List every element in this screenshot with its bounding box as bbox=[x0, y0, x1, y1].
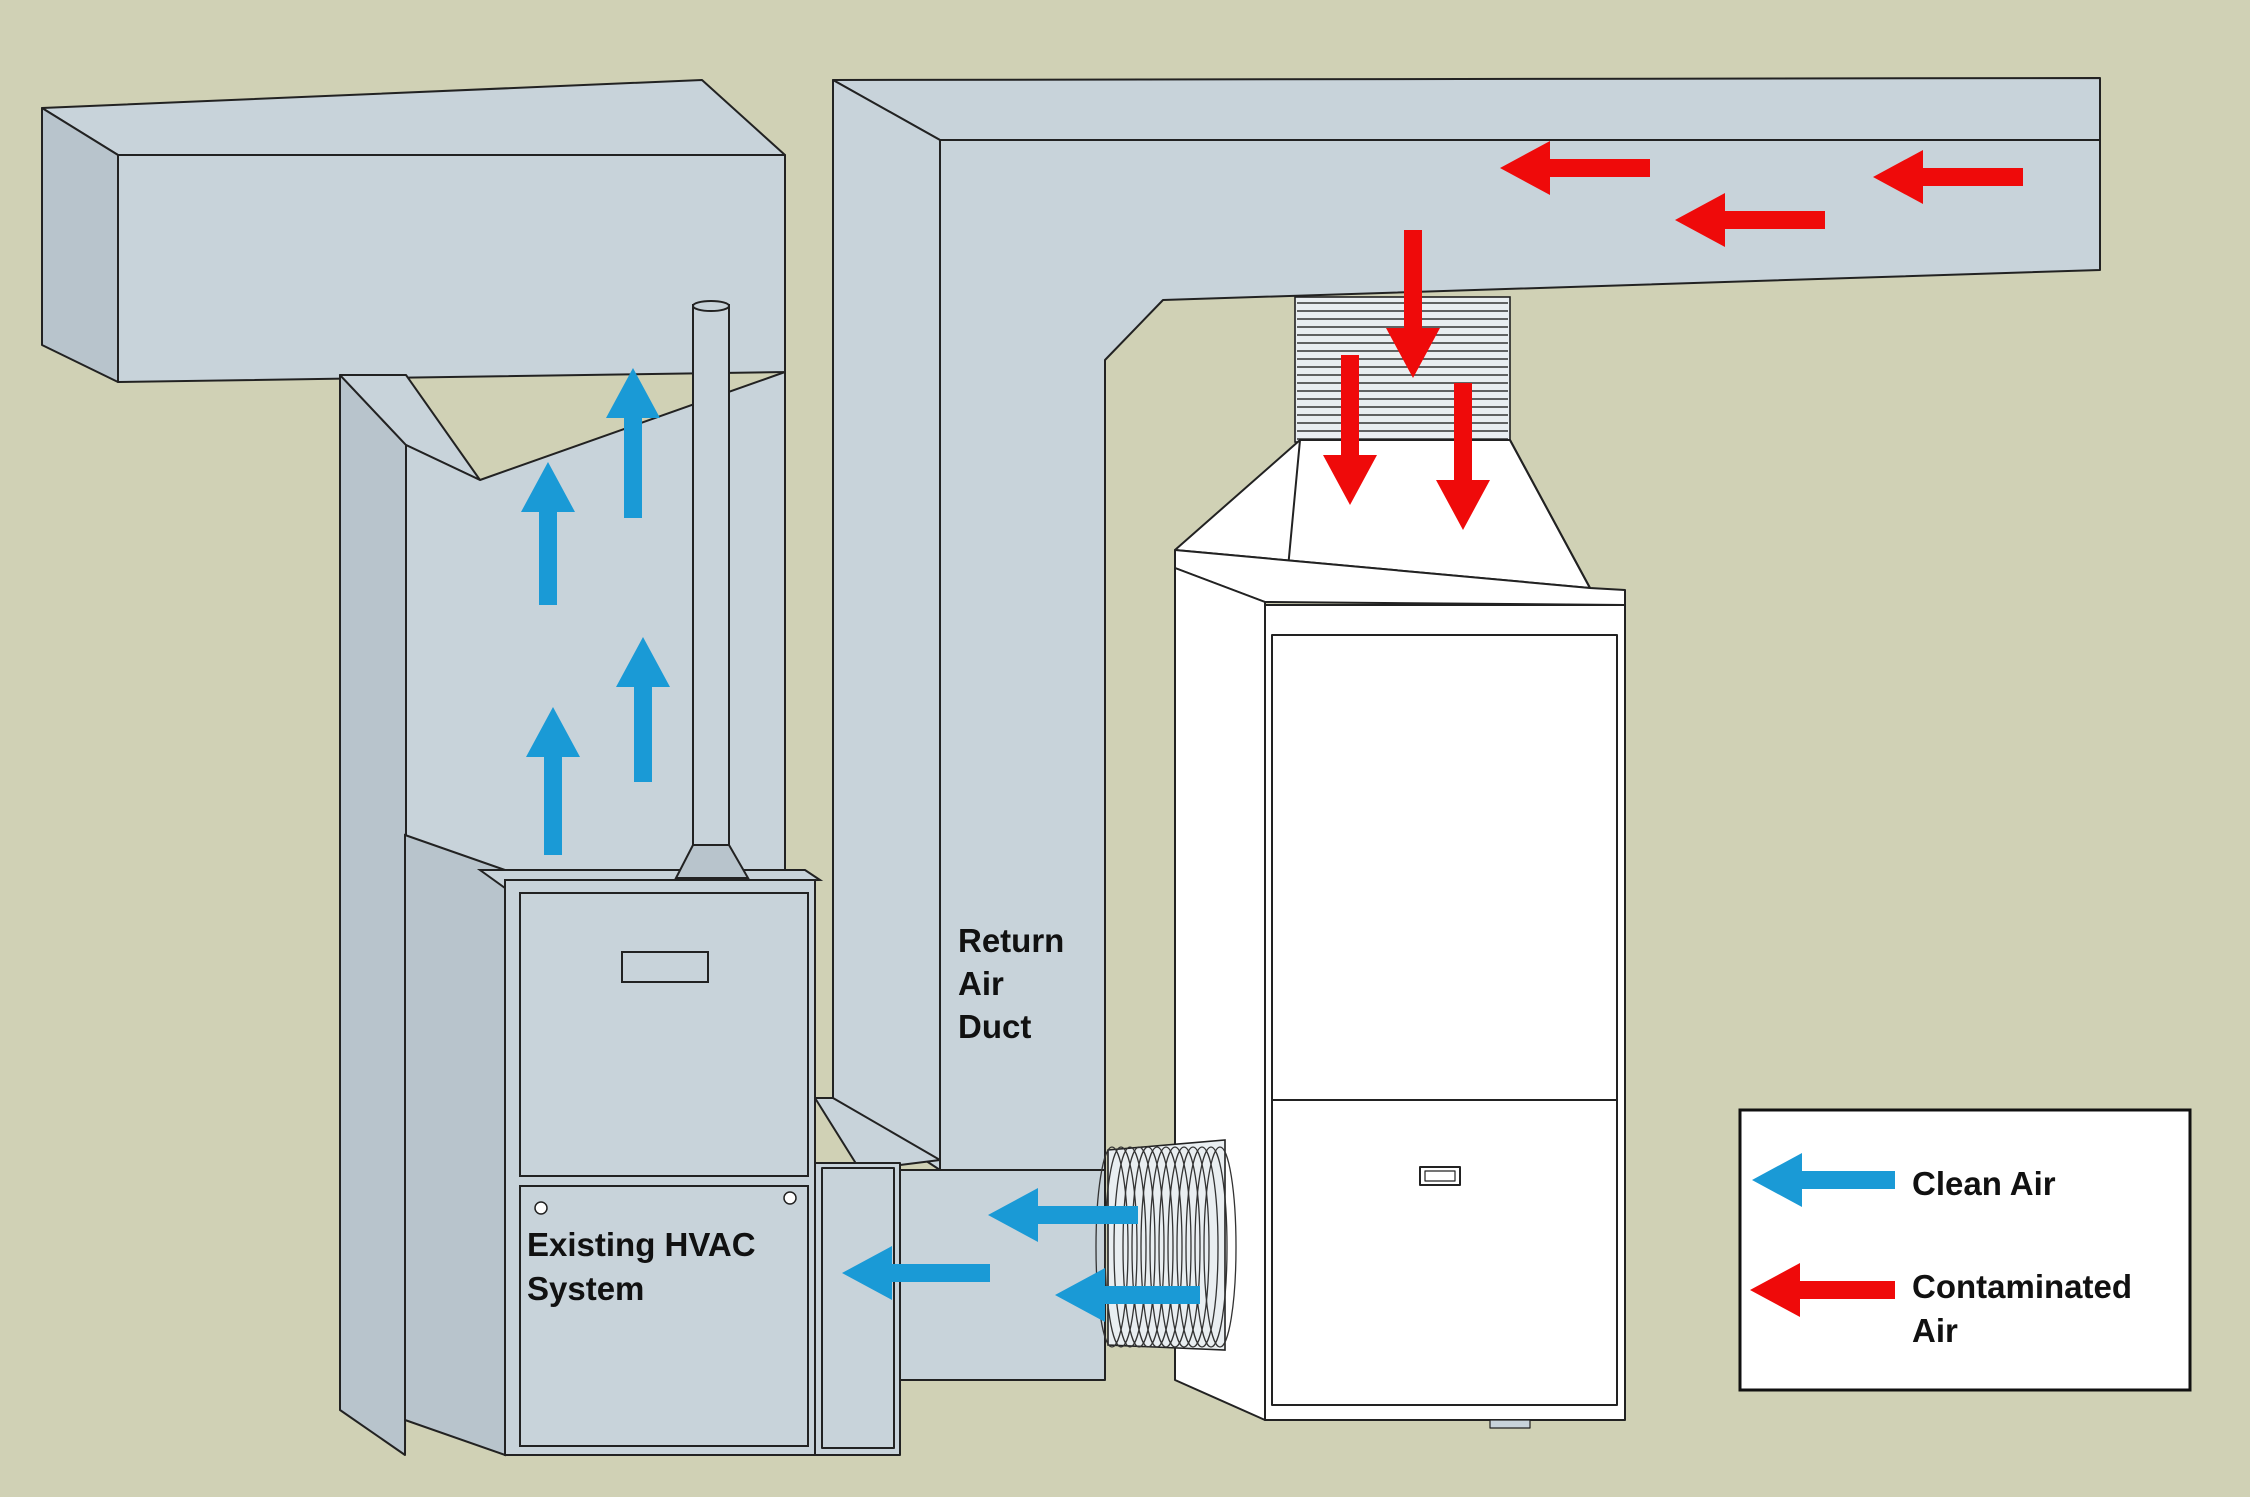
furnace-screw-left bbox=[534, 1201, 548, 1215]
flex-rib bbox=[1140, 1146, 1174, 1348]
furnace-upper-panel bbox=[519, 892, 809, 1177]
legend-contaminated-icon bbox=[1750, 1263, 1895, 1317]
flex-rib bbox=[1185, 1146, 1219, 1348]
red-arrow-icon bbox=[1675, 193, 1825, 247]
hvac-label-line-2: System bbox=[527, 1270, 644, 1307]
return-duct-label-line-1: Return bbox=[958, 922, 1064, 959]
supply-duct-front bbox=[117, 154, 786, 383]
furnace-window bbox=[621, 951, 709, 983]
legend-box bbox=[1738, 1108, 2192, 1392]
flex-rib bbox=[1176, 1146, 1210, 1348]
flex-rib bbox=[1158, 1146, 1192, 1348]
top-flex-duct bbox=[1294, 296, 1511, 443]
legend-contaminated-label-line-1: Contaminated bbox=[1912, 1268, 2132, 1305]
top-flex-body bbox=[1294, 296, 1511, 443]
flex-rib bbox=[1149, 1146, 1183, 1348]
return-duct-left-face bbox=[832, 79, 941, 1171]
air-cleaner-unit bbox=[1174, 439, 1626, 1429]
legend: Clean Air Contaminated Air bbox=[1738, 1108, 2192, 1392]
flue-pipe bbox=[692, 304, 730, 846]
connector-panel bbox=[821, 1167, 895, 1449]
blue-arrow-icon bbox=[526, 707, 580, 855]
red-arrow-icon bbox=[1750, 1263, 1895, 1317]
flex-rib bbox=[1104, 1146, 1138, 1348]
flex-rib bbox=[1122, 1146, 1156, 1348]
flue-pipe-base bbox=[674, 844, 750, 879]
supply-duct bbox=[41, 79, 786, 1456]
hood-edge-right bbox=[1509, 439, 1591, 589]
flex-rib bbox=[1194, 1146, 1228, 1348]
legend-clean-label: Clean Air bbox=[1912, 1165, 2056, 1202]
side-flex-body bbox=[1107, 1139, 1226, 1351]
red-arrow-icon bbox=[1386, 230, 1440, 378]
blue-arrow-icon bbox=[606, 368, 660, 518]
connector-top bbox=[814, 1097, 941, 1171]
blue-arrow-icon bbox=[521, 462, 575, 605]
air-cleaner-foot bbox=[1489, 1419, 1531, 1429]
flex-rib bbox=[1095, 1146, 1129, 1348]
return-duct-label-line-2: Air bbox=[958, 965, 1004, 1002]
furnace-lower-panel bbox=[519, 1185, 809, 1447]
furnace-side bbox=[404, 833, 506, 1457]
blue-arrow-icon bbox=[988, 1188, 1138, 1242]
supply-riser-side bbox=[339, 374, 407, 1456]
return-duct-label-line-3: Duct bbox=[958, 1008, 1031, 1045]
air-cleaner-lower-panel bbox=[1271, 1099, 1618, 1406]
hvac-furnace bbox=[404, 300, 824, 1457]
furnace-screw-right bbox=[783, 1191, 797, 1205]
blue-arrow-icon bbox=[616, 637, 670, 782]
flex-rib bbox=[1167, 1146, 1201, 1348]
legend-contaminated-label-line-2: Air bbox=[1912, 1312, 1958, 1349]
return-duct-top bbox=[832, 77, 2101, 141]
flex-rib bbox=[1113, 1146, 1147, 1348]
blue-arrow-icon bbox=[1055, 1268, 1200, 1322]
legend-clean-icon bbox=[1752, 1153, 1895, 1207]
red-arrow-icon bbox=[1323, 355, 1377, 505]
flex-rib bbox=[1203, 1146, 1237, 1348]
hvac-label-line-1: Existing HVAC bbox=[527, 1226, 756, 1263]
red-arrow-icon bbox=[1436, 383, 1490, 530]
air-cleaner-handle-inner bbox=[1424, 1170, 1456, 1182]
side-flex-duct bbox=[1095, 1139, 1237, 1351]
flex-rib bbox=[1131, 1146, 1165, 1348]
flue-pipe-cap bbox=[692, 300, 730, 312]
red-arrow-icon bbox=[1500, 141, 1650, 195]
supply-duct-top bbox=[41, 79, 786, 156]
supply-duct-end bbox=[41, 107, 119, 383]
clean-air-arrows bbox=[521, 368, 1200, 1322]
contaminated-air-arrows bbox=[1323, 141, 2023, 530]
blue-arrow-icon bbox=[842, 1246, 990, 1300]
blue-arrow-icon bbox=[1752, 1153, 1895, 1207]
red-arrow-icon bbox=[1873, 150, 2023, 204]
air-cleaner-upper-panel bbox=[1271, 634, 1618, 1101]
